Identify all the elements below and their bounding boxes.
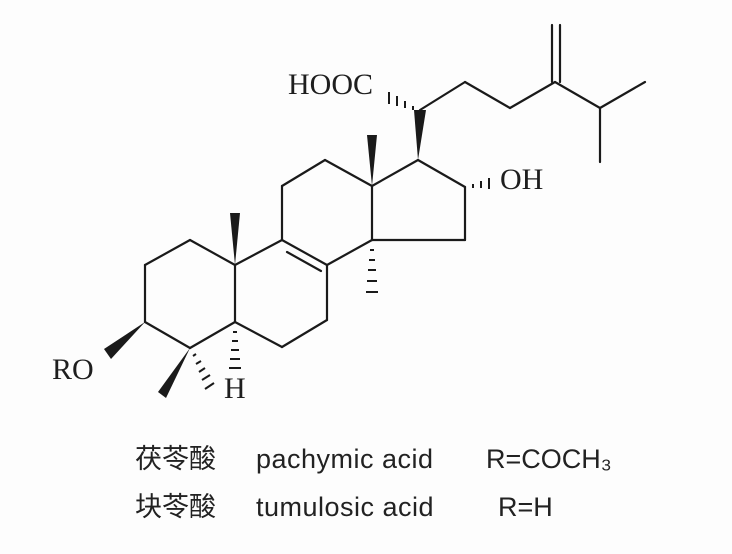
r-group: R=H — [498, 492, 553, 522]
wedge-bonds — [104, 110, 426, 398]
english-name: pachymic acid — [256, 444, 434, 474]
hydroxyl-label: OH — [500, 163, 544, 196]
r-group: R=COCH₃ — [486, 444, 612, 474]
hydrogen-label: H — [224, 372, 246, 405]
ring-c — [280, 158, 374, 267]
ring-b — [233, 238, 329, 349]
chinese-name: 茯苓酸 — [135, 444, 216, 475]
english-name: tumulosic acid — [256, 492, 435, 522]
chemical-structure — [104, 23, 647, 398]
hash-bonds — [192, 92, 490, 390]
ring-d — [370, 158, 467, 242]
carboxyl-label: HOOC — [288, 68, 374, 101]
side-chain — [418, 23, 647, 164]
chinese-name: 块苓酸 — [135, 492, 216, 523]
ring-a — [143, 238, 237, 350]
ro-label: RO — [52, 353, 94, 386]
